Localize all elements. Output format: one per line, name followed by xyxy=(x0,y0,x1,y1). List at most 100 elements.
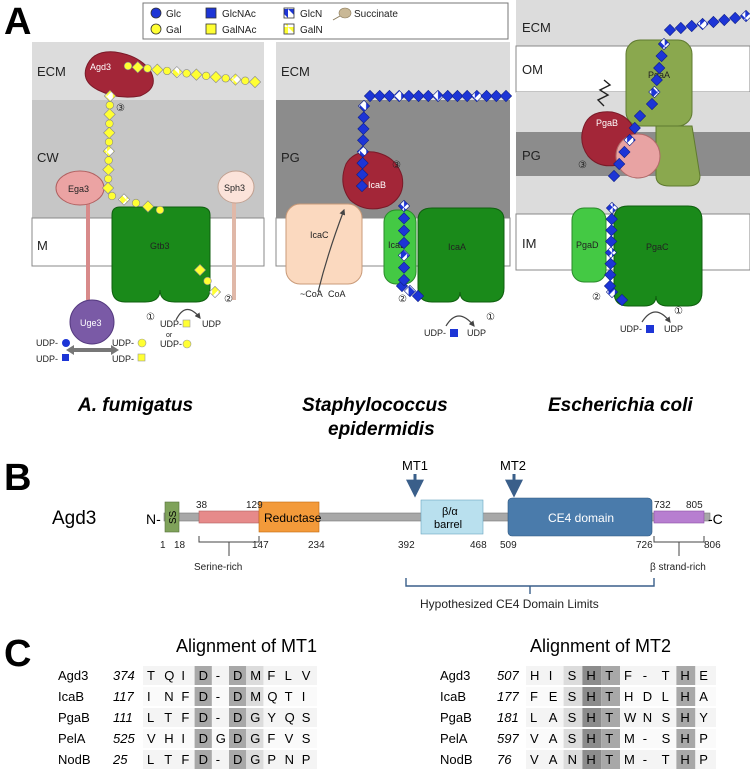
residue: T xyxy=(605,668,613,683)
residue: - xyxy=(643,731,647,746)
staph-step-2: ② xyxy=(398,294,407,305)
residue: H xyxy=(586,752,595,767)
icaa-protein xyxy=(417,207,505,303)
conserved-column xyxy=(563,729,583,748)
glcnac-residue xyxy=(451,89,464,103)
glc-circle-icon xyxy=(62,339,70,347)
pos-234: 234 xyxy=(308,540,325,551)
galnac-residue xyxy=(208,285,222,299)
residue: T xyxy=(605,710,613,725)
residue: M xyxy=(624,731,635,746)
ce4-limits-bracket xyxy=(405,578,655,587)
conserved-column xyxy=(229,708,247,727)
gal-residue xyxy=(104,137,114,147)
reductase-label: Reductase xyxy=(264,511,322,525)
agd3-protein-name: Agd3 xyxy=(52,508,96,529)
gal-residue xyxy=(241,76,250,85)
galnac-residue xyxy=(141,200,155,213)
conserved-column xyxy=(194,729,212,748)
glc-circle-icon xyxy=(150,7,162,19)
galnac-residue xyxy=(102,163,115,176)
staph-coa-1: ~CoA xyxy=(300,289,323,299)
fumigatus-step-3: ③ xyxy=(116,103,125,114)
succinate-icon xyxy=(332,7,352,21)
residue: N xyxy=(643,710,652,725)
residue: Y xyxy=(699,710,708,725)
conserved-column xyxy=(582,708,602,727)
glcnac-residue xyxy=(383,89,396,103)
galn-halfsquare-icon xyxy=(283,23,295,35)
glcnac-residue xyxy=(655,49,668,63)
residue: S xyxy=(302,731,311,746)
residue: Y xyxy=(267,710,276,725)
icac-protein xyxy=(285,203,363,285)
residue: A xyxy=(549,752,558,767)
glcnac-residue xyxy=(363,89,377,103)
staph-diagram: ECM PG IcaC ~CoA CoA IcaD IcaA IcaB UDP-… xyxy=(275,42,513,440)
residue: P xyxy=(302,752,311,767)
residue: S xyxy=(302,710,311,725)
glcnac-residue xyxy=(650,73,663,87)
pos-38: 38 xyxy=(196,500,208,511)
glcnac-residue xyxy=(653,61,666,75)
residue: - xyxy=(643,668,647,683)
residue: M xyxy=(624,752,635,767)
fumigatus-layer-cw: CW xyxy=(37,150,59,165)
residue: S xyxy=(568,668,577,683)
residue: T xyxy=(662,668,670,683)
residue: N xyxy=(568,752,577,767)
residue: F xyxy=(267,668,275,683)
residue: - xyxy=(216,668,220,683)
gtb3-substrate-2: UDP- xyxy=(160,339,182,349)
glcnac-residue xyxy=(607,169,621,183)
icad-label: IcaD xyxy=(388,240,407,250)
residue: N xyxy=(285,752,294,767)
glcnac-residue xyxy=(403,284,417,298)
sequence-start-position: 117 xyxy=(113,689,134,704)
gal-residue xyxy=(105,119,114,128)
conserved-column xyxy=(246,666,264,685)
uge3-substrate-3: UDP- xyxy=(112,338,134,348)
residue: H xyxy=(680,752,689,767)
residue: D xyxy=(233,752,242,767)
residue: H xyxy=(680,668,689,683)
icab-label: IcaB xyxy=(368,180,386,190)
galnac-square-icon xyxy=(182,319,191,328)
fumigatus-layer-ecm: ECM xyxy=(37,64,66,79)
panel-label-c: C xyxy=(4,633,31,675)
mt1-label: MT1 xyxy=(402,458,428,473)
conserved-column xyxy=(563,687,583,706)
pos-129: 129 xyxy=(246,500,263,511)
sequence-start-position: 507 xyxy=(497,668,519,683)
ecoli-polysaccharide-chain xyxy=(603,9,750,307)
serine-rich-label: Serine-rich xyxy=(194,562,242,573)
uge3-arrow-right-icon xyxy=(111,345,119,355)
residue: A xyxy=(699,689,708,704)
sequence-start-position: 111 xyxy=(113,710,133,725)
glcnac-residue xyxy=(707,15,720,29)
pgaa-label: PgaA xyxy=(648,70,670,80)
conserved-column xyxy=(194,708,212,727)
gtb3-label: Gtb3 xyxy=(150,241,170,251)
ecoli-product: UDP xyxy=(664,324,683,334)
conserved-column xyxy=(676,687,696,706)
glcnac-residue xyxy=(373,89,386,103)
alignment-mt1-title: Alignment of MT1 xyxy=(176,636,317,656)
residue: H xyxy=(624,689,633,704)
sequence-name: NodB xyxy=(440,752,473,767)
pgab-c-terminal-domain xyxy=(615,133,661,179)
residue: G xyxy=(250,752,260,767)
organism-name-staph-2: epidermidis xyxy=(328,419,435,440)
glcnac-residue xyxy=(623,133,636,147)
glcnac-residue xyxy=(604,246,617,259)
organism-name-fumigatus: A. fumigatus xyxy=(77,395,193,416)
residue: T xyxy=(605,689,613,704)
residue: H xyxy=(586,710,595,725)
residue: D xyxy=(199,689,208,704)
uge3-substrate-1: UDP- xyxy=(36,338,58,348)
conserved-column xyxy=(229,687,247,706)
uge3-substrate-4: UDP- xyxy=(112,354,134,364)
pgac-protein xyxy=(613,205,703,307)
residue: H xyxy=(164,731,173,746)
